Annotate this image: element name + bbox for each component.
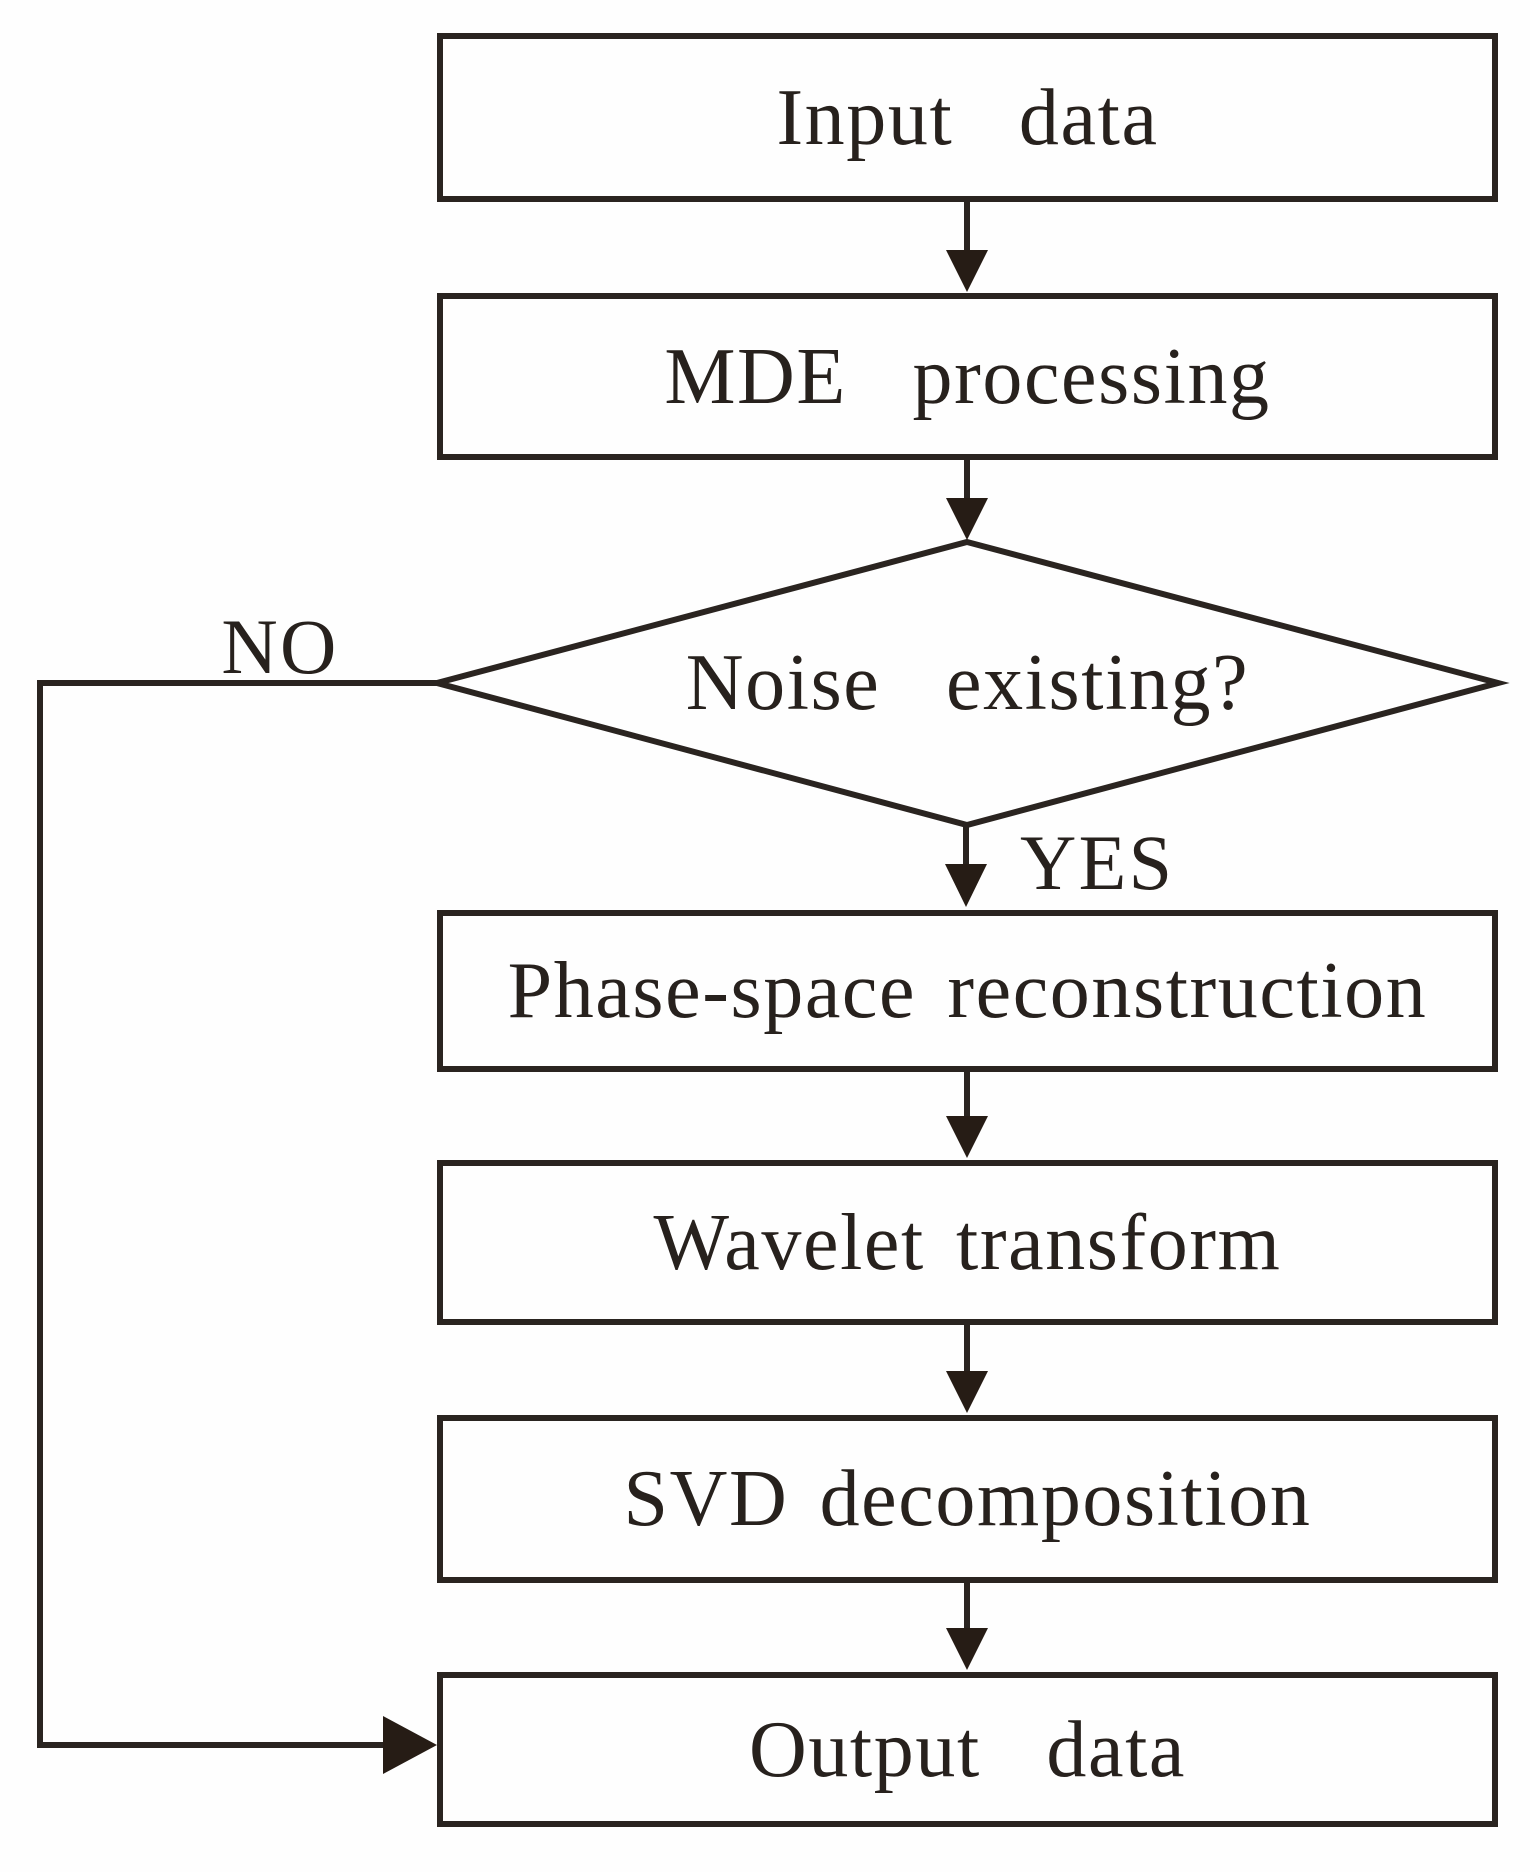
arrowhead-noise-to-phase — [945, 864, 987, 907]
node-wavelet-transform-label: Wavelet transform — [653, 1198, 1282, 1287]
node-mde-processing: MDE processing — [437, 293, 1498, 460]
arrowhead-phase-to-wavelet — [946, 1116, 988, 1158]
arrowhead-svd-to-output — [946, 1628, 988, 1670]
node-input-data: Input data — [437, 33, 1498, 202]
no-branch-line — [37, 680, 437, 1748]
node-noise-existing-label: Noise existing? — [685, 639, 1250, 727]
node-mde-processing-label: MDE processing — [664, 332, 1271, 421]
node-input-data-label: Input data — [776, 73, 1159, 162]
arrowhead-mde-to-noise — [946, 498, 988, 540]
node-output-data-label: Output data — [748, 1705, 1187, 1794]
node-phase-space-reconstruction: Phase-space reconstruction — [437, 910, 1498, 1072]
edge-label-no: NO — [221, 603, 339, 690]
edge-label-yes: YES — [1020, 819, 1175, 906]
arrowhead-input-to-mde — [946, 250, 988, 292]
node-output-data: Output data — [437, 1672, 1498, 1827]
node-wavelet-transform: Wavelet transform — [437, 1160, 1498, 1325]
node-phase-space-reconstruction-label: Phase-space reconstruction — [507, 947, 1428, 1035]
node-svd-decomposition: SVD decomposition — [437, 1415, 1498, 1583]
decision-diamond-shape — [425, 538, 1510, 829]
arrowhead-no-to-output — [383, 1716, 437, 1774]
node-noise-existing: Noise existing? — [437, 615, 1498, 751]
arrowhead-wavelet-to-svd — [946, 1371, 988, 1413]
node-svd-decomposition-label: SVD decomposition — [623, 1455, 1312, 1543]
